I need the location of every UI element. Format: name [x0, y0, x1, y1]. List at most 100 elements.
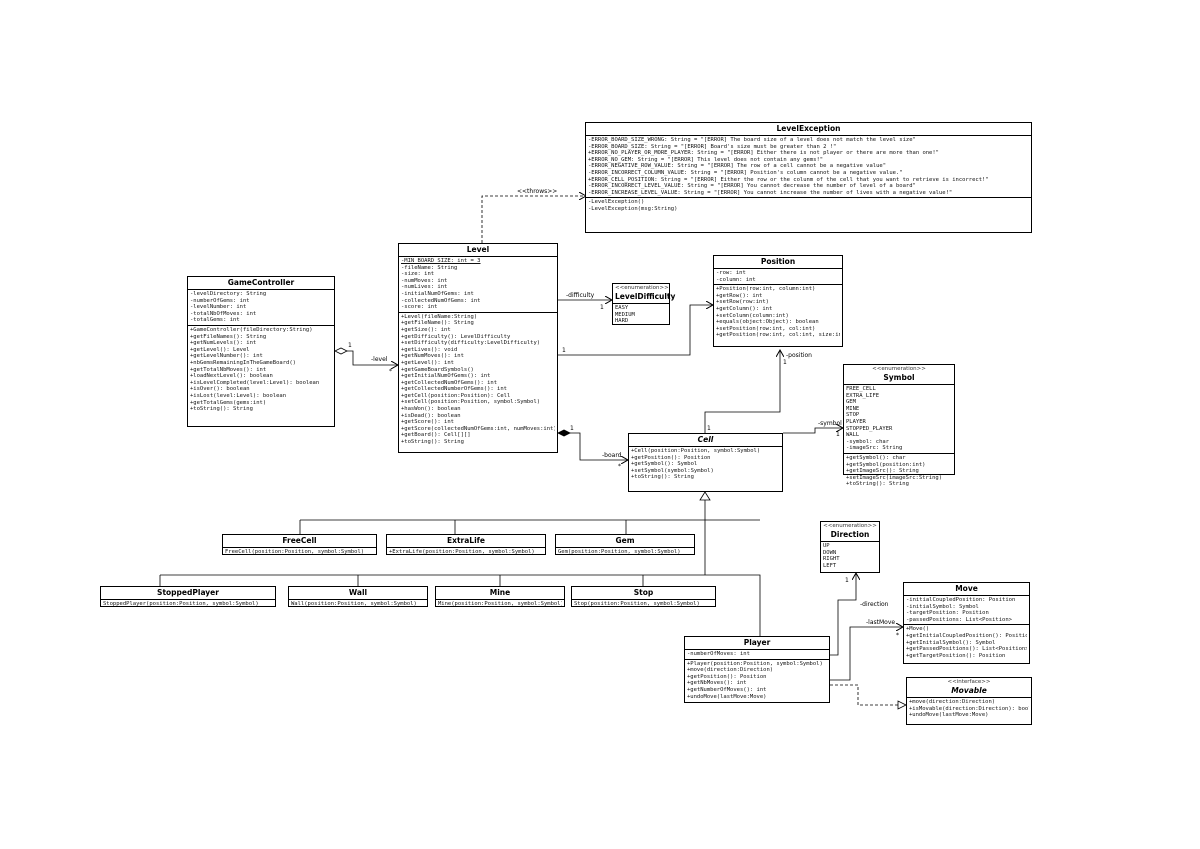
enum-literal: HARD — [615, 318, 629, 325]
operations-section: -LevelException() -LevelException(msg:St… — [586, 198, 1031, 213]
operation: +Cell(position:Position, symbol:Symbol) — [631, 448, 761, 454]
player-direction-association — [830, 573, 856, 656]
class-name: Level — [466, 245, 490, 254]
operation: +getPosition(): Position — [631, 454, 711, 461]
operation: +getLives(): void — [401, 346, 458, 353]
enum-literal: WALL — [846, 432, 860, 439]
attribute: -numberOfMoves: int — [687, 651, 750, 657]
operation: FreeCell(position:Position, symbol:Symbo… — [225, 549, 365, 555]
operation: Mine(position:Position, symbol:Symbol) — [438, 601, 562, 607]
enum-literal: EASY — [615, 305, 629, 311]
class-move: Move -initialCoupledPosition: Position -… — [903, 582, 1030, 664]
attribute: -ERROR_BOARD_SIZE: String = "[ERROR] Boa… — [588, 143, 837, 150]
stereotype: <<enumeration>> — [823, 523, 877, 529]
operation: +getTotalNbMoves(): int — [190, 366, 267, 373]
operation: +getSymbol(): char — [846, 454, 906, 461]
attribute: -totalNbOfMoves: int — [190, 310, 257, 317]
attribute: -numLives: int — [401, 284, 448, 291]
player-movable-realization — [830, 684, 898, 706]
class-header: Gem — [556, 535, 694, 548]
operations-section: StoppedPlayer(position:Position, symbol:… — [101, 600, 275, 609]
operations-section: +GameController(fileDirectory:String) +g… — [188, 326, 334, 414]
literals-section: EASY MEDIUM HARD — [613, 304, 669, 326]
operation: +getColumn(): int — [716, 305, 773, 312]
attributes-section: -ERROR_BOARD_SIZE_WRONG: String = "[ERRO… — [586, 136, 1031, 199]
class-header: ExtraLife — [387, 535, 545, 548]
class-extra-life: ExtraLife +ExtraLife(position:Position, … — [386, 534, 546, 555]
operation: +isLost(level:Level): boolean — [190, 392, 287, 399]
class-name: Position — [760, 257, 796, 266]
operation: +equals(object:Object): boolean — [716, 319, 819, 326]
operation: +undoMove(lastMove:Move) — [687, 693, 767, 700]
operation: +Level(fileName:String) — [401, 313, 478, 320]
difficulty-multiplicity: 1 — [600, 304, 604, 311]
attribute: -ERROR_INCREASE_LEVEL_VALUE: String = "[… — [588, 189, 953, 196]
operation: +getLevel(): Level — [190, 346, 250, 353]
position-multiplicity-one: 1 — [562, 347, 566, 354]
operations-section: +Cell(position:Position, symbol:Symbol) … — [629, 447, 782, 482]
operation: +getFileName(): String — [401, 320, 474, 327]
operation: +Player(position:Position, symbol:Symbol… — [687, 660, 823, 667]
class-header: GameController — [188, 277, 334, 290]
class-header: Position — [714, 256, 842, 269]
operation: +loadNextLevel(): boolean — [190, 373, 273, 380]
class-player: Player -numberOfMoves: int +Player(posit… — [684, 636, 830, 703]
stereotype: <<enumeration>> — [615, 285, 669, 291]
class-header: Wall — [289, 587, 427, 600]
enum-direction: <<enumeration>> Direction UP DOWN RIGHT … — [820, 521, 880, 573]
composition-diamond-level — [557, 429, 571, 437]
operation: +setPosition(row:int, col:int) — [716, 325, 816, 332]
class-header: StoppedPlayer — [101, 587, 275, 600]
operation: +move(direction:Direction) — [687, 667, 774, 674]
operation: +isMovable(direction:Direction): boolean — [909, 705, 1029, 712]
attribute: -symbol: char — [846, 438, 890, 445]
operation: Stop(position:Position, symbol:Symbol) — [574, 601, 700, 607]
inheritance-arrowhead — [699, 491, 711, 501]
class-stopped-player: StoppedPlayer StoppedPlayer(position:Pos… — [100, 586, 276, 607]
operation: +getPosition(row:int, col:int, size:int) — [716, 332, 840, 339]
attribute: -MIN_BOARD_SIZE: int = 3 — [401, 258, 481, 264]
enum-literal: PLAYER — [846, 418, 866, 425]
class-header: LevelException — [586, 123, 1031, 136]
operation: +getLevel(): int — [401, 359, 454, 366]
class-header: <<enumeration>> Direction — [821, 522, 879, 542]
operation: +toString(): String — [631, 474, 694, 481]
class-name: Mine — [489, 588, 511, 597]
class-name: Move — [955, 584, 978, 593]
class-cell: Cell +Cell(position:Position, symbol:Sym… — [628, 433, 783, 492]
attribute: -ERROR_INCORRECT_COLUMN_VALUE: String = … — [588, 169, 903, 176]
operation: +ExtraLife(position:Position, symbol:Sym… — [389, 549, 535, 555]
class-header: FreeCell — [223, 535, 376, 548]
attribute: -passedPositions: List<Position> — [906, 616, 1012, 623]
gamecontroller-level-composition — [335, 350, 398, 365]
operation: +getSymbol(): Symbol — [631, 461, 698, 468]
class-stop: Stop Stop(position:Position, symbol:Symb… — [571, 586, 716, 607]
class-name: Movable — [951, 686, 987, 695]
stereotype: <<enumeration>> — [872, 366, 926, 372]
operation: +getSymbol(position:int) — [846, 461, 926, 468]
operation: +setSymbol(symbol:Symbol) — [631, 467, 714, 474]
cell-position-multiplicity: 1 — [707, 425, 711, 432]
class-name: Player — [743, 638, 771, 647]
operation: +toString(): String — [190, 406, 253, 413]
operation: +Position(row:int, column:int) — [716, 286, 816, 293]
operations-section: Stop(position:Position, symbol:Symbol) — [572, 600, 715, 609]
operation: +getNumberOfMoves(): int — [687, 686, 767, 693]
attribute: -imageSrc: String — [846, 445, 903, 452]
attribute: +ERROR_CELL_POSITION: String = "[ERROR] … — [588, 176, 989, 183]
attribute: -targetPosition: Position — [906, 610, 989, 617]
operation: StoppedPlayer(position:Position, symbol:… — [103, 601, 259, 607]
class-wall: Wall Wall(position:Position, symbol:Symb… — [288, 586, 428, 607]
class-header: Player — [685, 637, 829, 650]
enum-literal: MEDIUM — [615, 311, 635, 318]
enum-literal: MINE — [846, 405, 860, 412]
enum-level-difficulty: <<enumeration>> LevelDifficulty EASY MED… — [612, 283, 675, 326]
board-multiplicity-one: 1 — [570, 425, 574, 432]
attribute: -ERROR_BOARD_SIZE_WRONG: String = "[ERRO… — [588, 137, 916, 143]
class-game-controller: GameController -levelDirectory: String -… — [187, 276, 335, 427]
move-multiplicity: * — [896, 632, 899, 639]
inheritance-branch-top — [159, 519, 761, 636]
operation: +GameController(fileDirectory:String) — [190, 326, 313, 333]
enum-literal: UP — [823, 543, 830, 549]
